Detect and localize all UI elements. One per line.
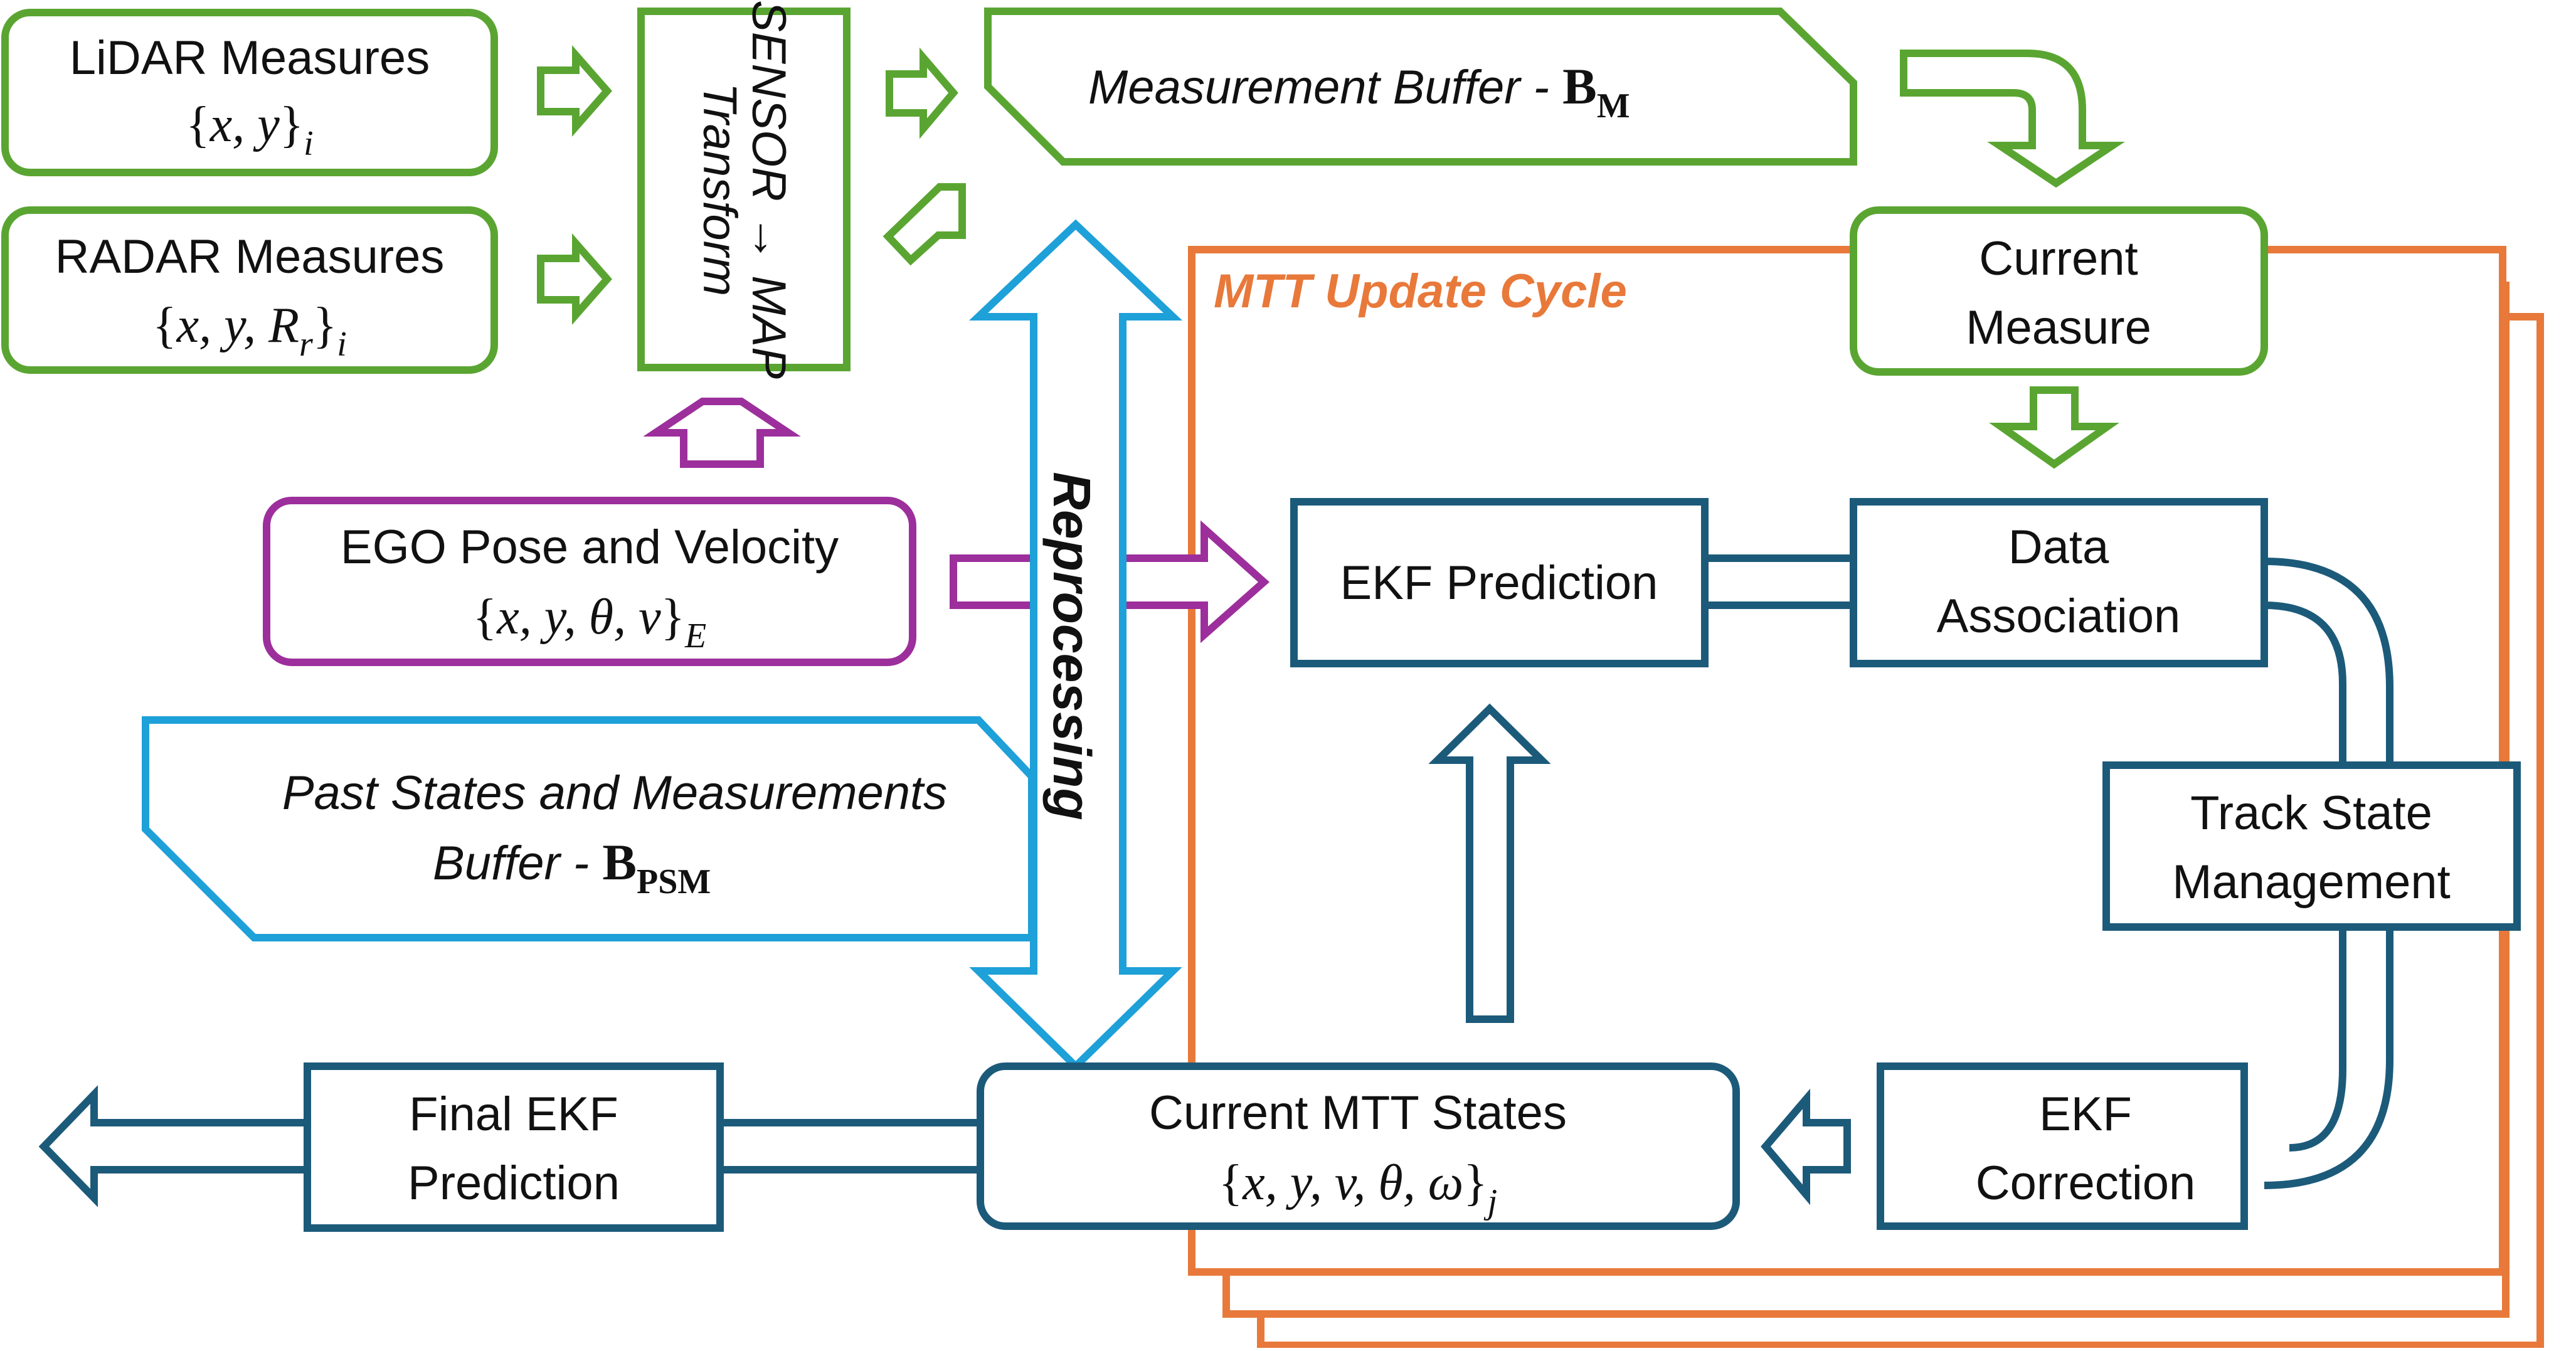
- current-measure-line1: Current: [1979, 232, 2138, 285]
- reprocessing-label: Reprocessing: [1042, 472, 1101, 820]
- cycle-title: MTT Update Cycle: [1214, 265, 1627, 318]
- final-prediction-box: Final EKF Prediction: [304, 1062, 724, 1232]
- radar-math: {x, y, Rr}i: [152, 298, 347, 364]
- arrow-states-to-prediction: [1428, 703, 1551, 1023]
- ekf-prediction-box: EKF Prediction: [1290, 498, 1709, 667]
- past-buffer-line1: Past States and Measurements: [282, 766, 947, 820]
- track-state-line2: Management: [2172, 856, 2451, 909]
- ekf-prediction-label: EKF Prediction: [1340, 556, 1658, 610]
- lidar-math: {x, y}i: [186, 97, 313, 163]
- radar-title: RADAR Measures: [55, 230, 445, 283]
- pipe-inner: [2264, 601, 2346, 1152]
- track-state-box: Track State Management: [2102, 761, 2521, 931]
- track-state-line1: Track State: [2190, 787, 2432, 840]
- ekf-correction-line2: Correction: [1976, 1157, 2196, 1210]
- lidar-box: LiDAR Measures {x, y}i: [1, 9, 498, 176]
- arrow-reprocess-to-buffer: [883, 183, 966, 266]
- connector-prediction-association: [1705, 554, 1853, 609]
- data-association-box: Data Association: [1850, 498, 2268, 667]
- ekf-correction-line1: EKF: [2039, 1088, 2132, 1141]
- ego-title: EGO Pose and Velocity: [341, 521, 839, 574]
- arrow-current-measure-to-association: [1989, 386, 2119, 469]
- data-association-line2: Association: [1937, 590, 2181, 643]
- transform-line2: Transform: [693, 83, 746, 297]
- ekf-correction-box: EKF Correction: [1877, 1062, 2248, 1230]
- radar-box: RADAR Measures {x, y, Rr}i: [1, 206, 498, 374]
- lidar-title: LiDAR Measures: [70, 31, 430, 85]
- final-prediction-line2: Prediction: [408, 1157, 620, 1210]
- arrow-transform-to-buffer: [886, 47, 958, 139]
- past-buffer-line2: Buffer - BPSM: [433, 834, 711, 901]
- connector-states-final: [720, 1119, 980, 1174]
- arrow-buffer-to-current-measure: [1900, 50, 2125, 188]
- ego-math: {x, y, θ, v}E: [473, 590, 706, 655]
- data-association-line1: Data: [2008, 521, 2109, 574]
- current-states-title: Current MTT States: [1149, 1086, 1567, 1140]
- ego-box: EGO Pose and Velocity {x, y, θ, v}E: [263, 497, 916, 666]
- current-states-math: {x, y, v, θ, ω}j: [1219, 1155, 1497, 1221]
- current-measure-box: Current Measure: [1850, 206, 2268, 376]
- past-buffer-box: Past States and Measurements Buffer - BP…: [142, 716, 1036, 941]
- current-measure-line2: Measure: [1966, 301, 2151, 354]
- arrow-lidar-to-transform: [537, 45, 612, 137]
- sensor-transform-box: SENSOR → MAP Transform: [637, 0, 851, 379]
- arrow-correction-to-states: [1761, 1088, 1851, 1205]
- current-states-box: Current MTT States {x, y, v, θ, ω}j: [977, 1062, 1740, 1230]
- measurement-buffer-box: Measurement Buffer - BM: [984, 8, 1857, 166]
- arrow-final-output: [38, 1085, 311, 1207]
- arrow-ego-to-transform: [643, 398, 801, 468]
- arrow-radar-to-transform: [537, 233, 612, 325]
- final-prediction-line1: Final EKF: [409, 1088, 618, 1141]
- transform-line1: SENSOR → MAP: [742, 0, 795, 379]
- measurement-buffer-label: Measurement Buffer - BM: [1088, 58, 1630, 125]
